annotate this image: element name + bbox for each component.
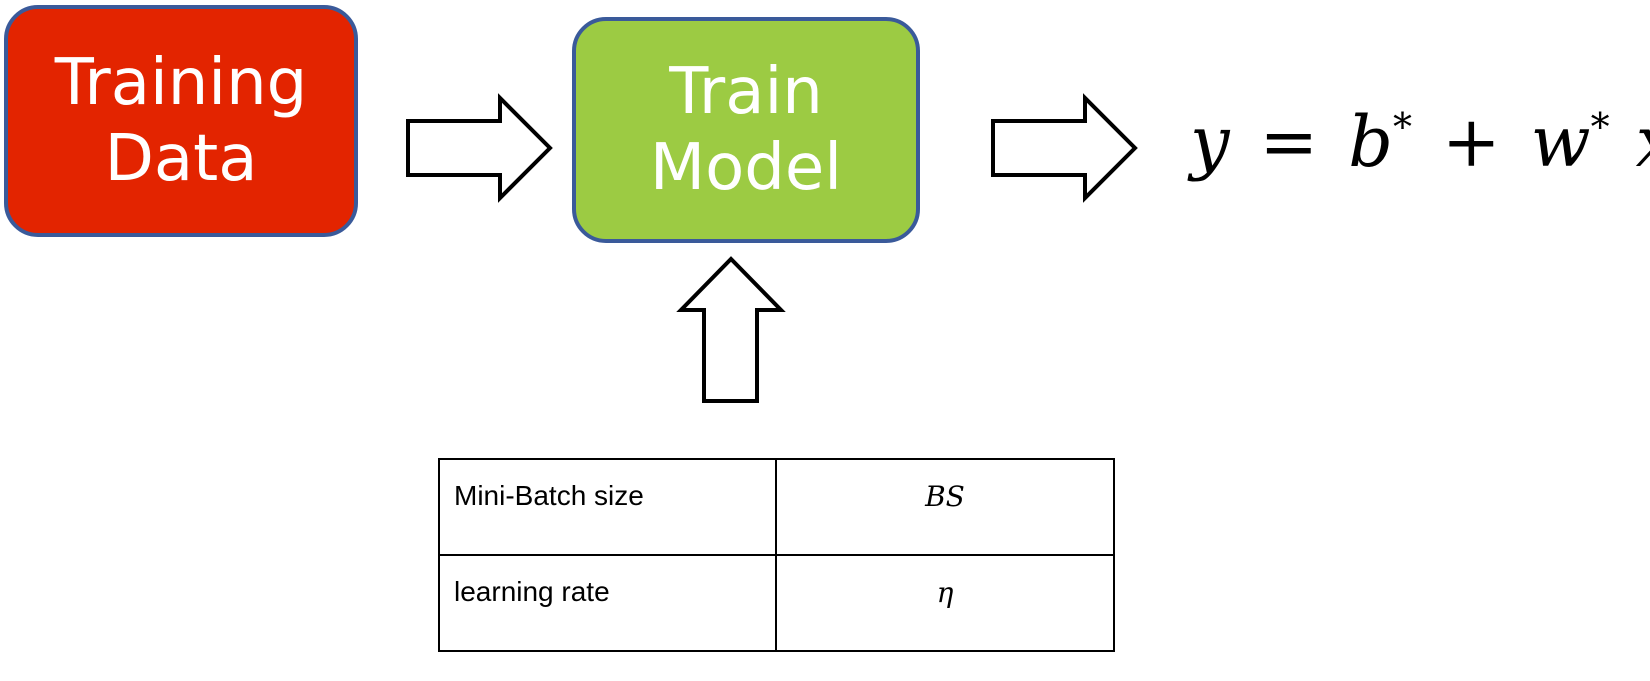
train-model-label: Train Model bbox=[649, 55, 843, 205]
hyperparameter-name: Mini-Batch size bbox=[438, 458, 777, 556]
table-row: Mini-Batch size BS bbox=[438, 458, 1115, 556]
equation-equals: = bbox=[1259, 101, 1319, 183]
equation-b-star: * bbox=[1393, 105, 1413, 149]
up-arrow-params-to-model bbox=[676, 256, 786, 403]
right-arrow-model-to-equation bbox=[991, 93, 1138, 203]
hyperparameter-symbol: BS bbox=[775, 458, 1115, 556]
training-data-label: Training Data bbox=[54, 46, 308, 196]
equation-w: w bbox=[1530, 101, 1591, 183]
equation-b: b bbox=[1348, 101, 1394, 183]
hyperparameter-symbol: η bbox=[775, 554, 1115, 652]
train-model-box: Train Model bbox=[572, 17, 920, 243]
table-row: learning rate η bbox=[438, 554, 1115, 652]
hyperparameter-table: Mini-Batch size BS learning rate η bbox=[438, 458, 1115, 652]
equation-plus: + bbox=[1442, 101, 1501, 183]
equation-x: x bbox=[1636, 101, 1650, 183]
hyperparameter-name: learning rate bbox=[438, 554, 777, 652]
training-data-box: Training Data bbox=[4, 5, 358, 237]
equation-y: y bbox=[1190, 101, 1230, 183]
equation-w-star: * bbox=[1590, 105, 1610, 149]
right-arrow-data-to-model bbox=[406, 93, 553, 203]
result-equation: y=b*+w*x bbox=[1190, 96, 1650, 188]
